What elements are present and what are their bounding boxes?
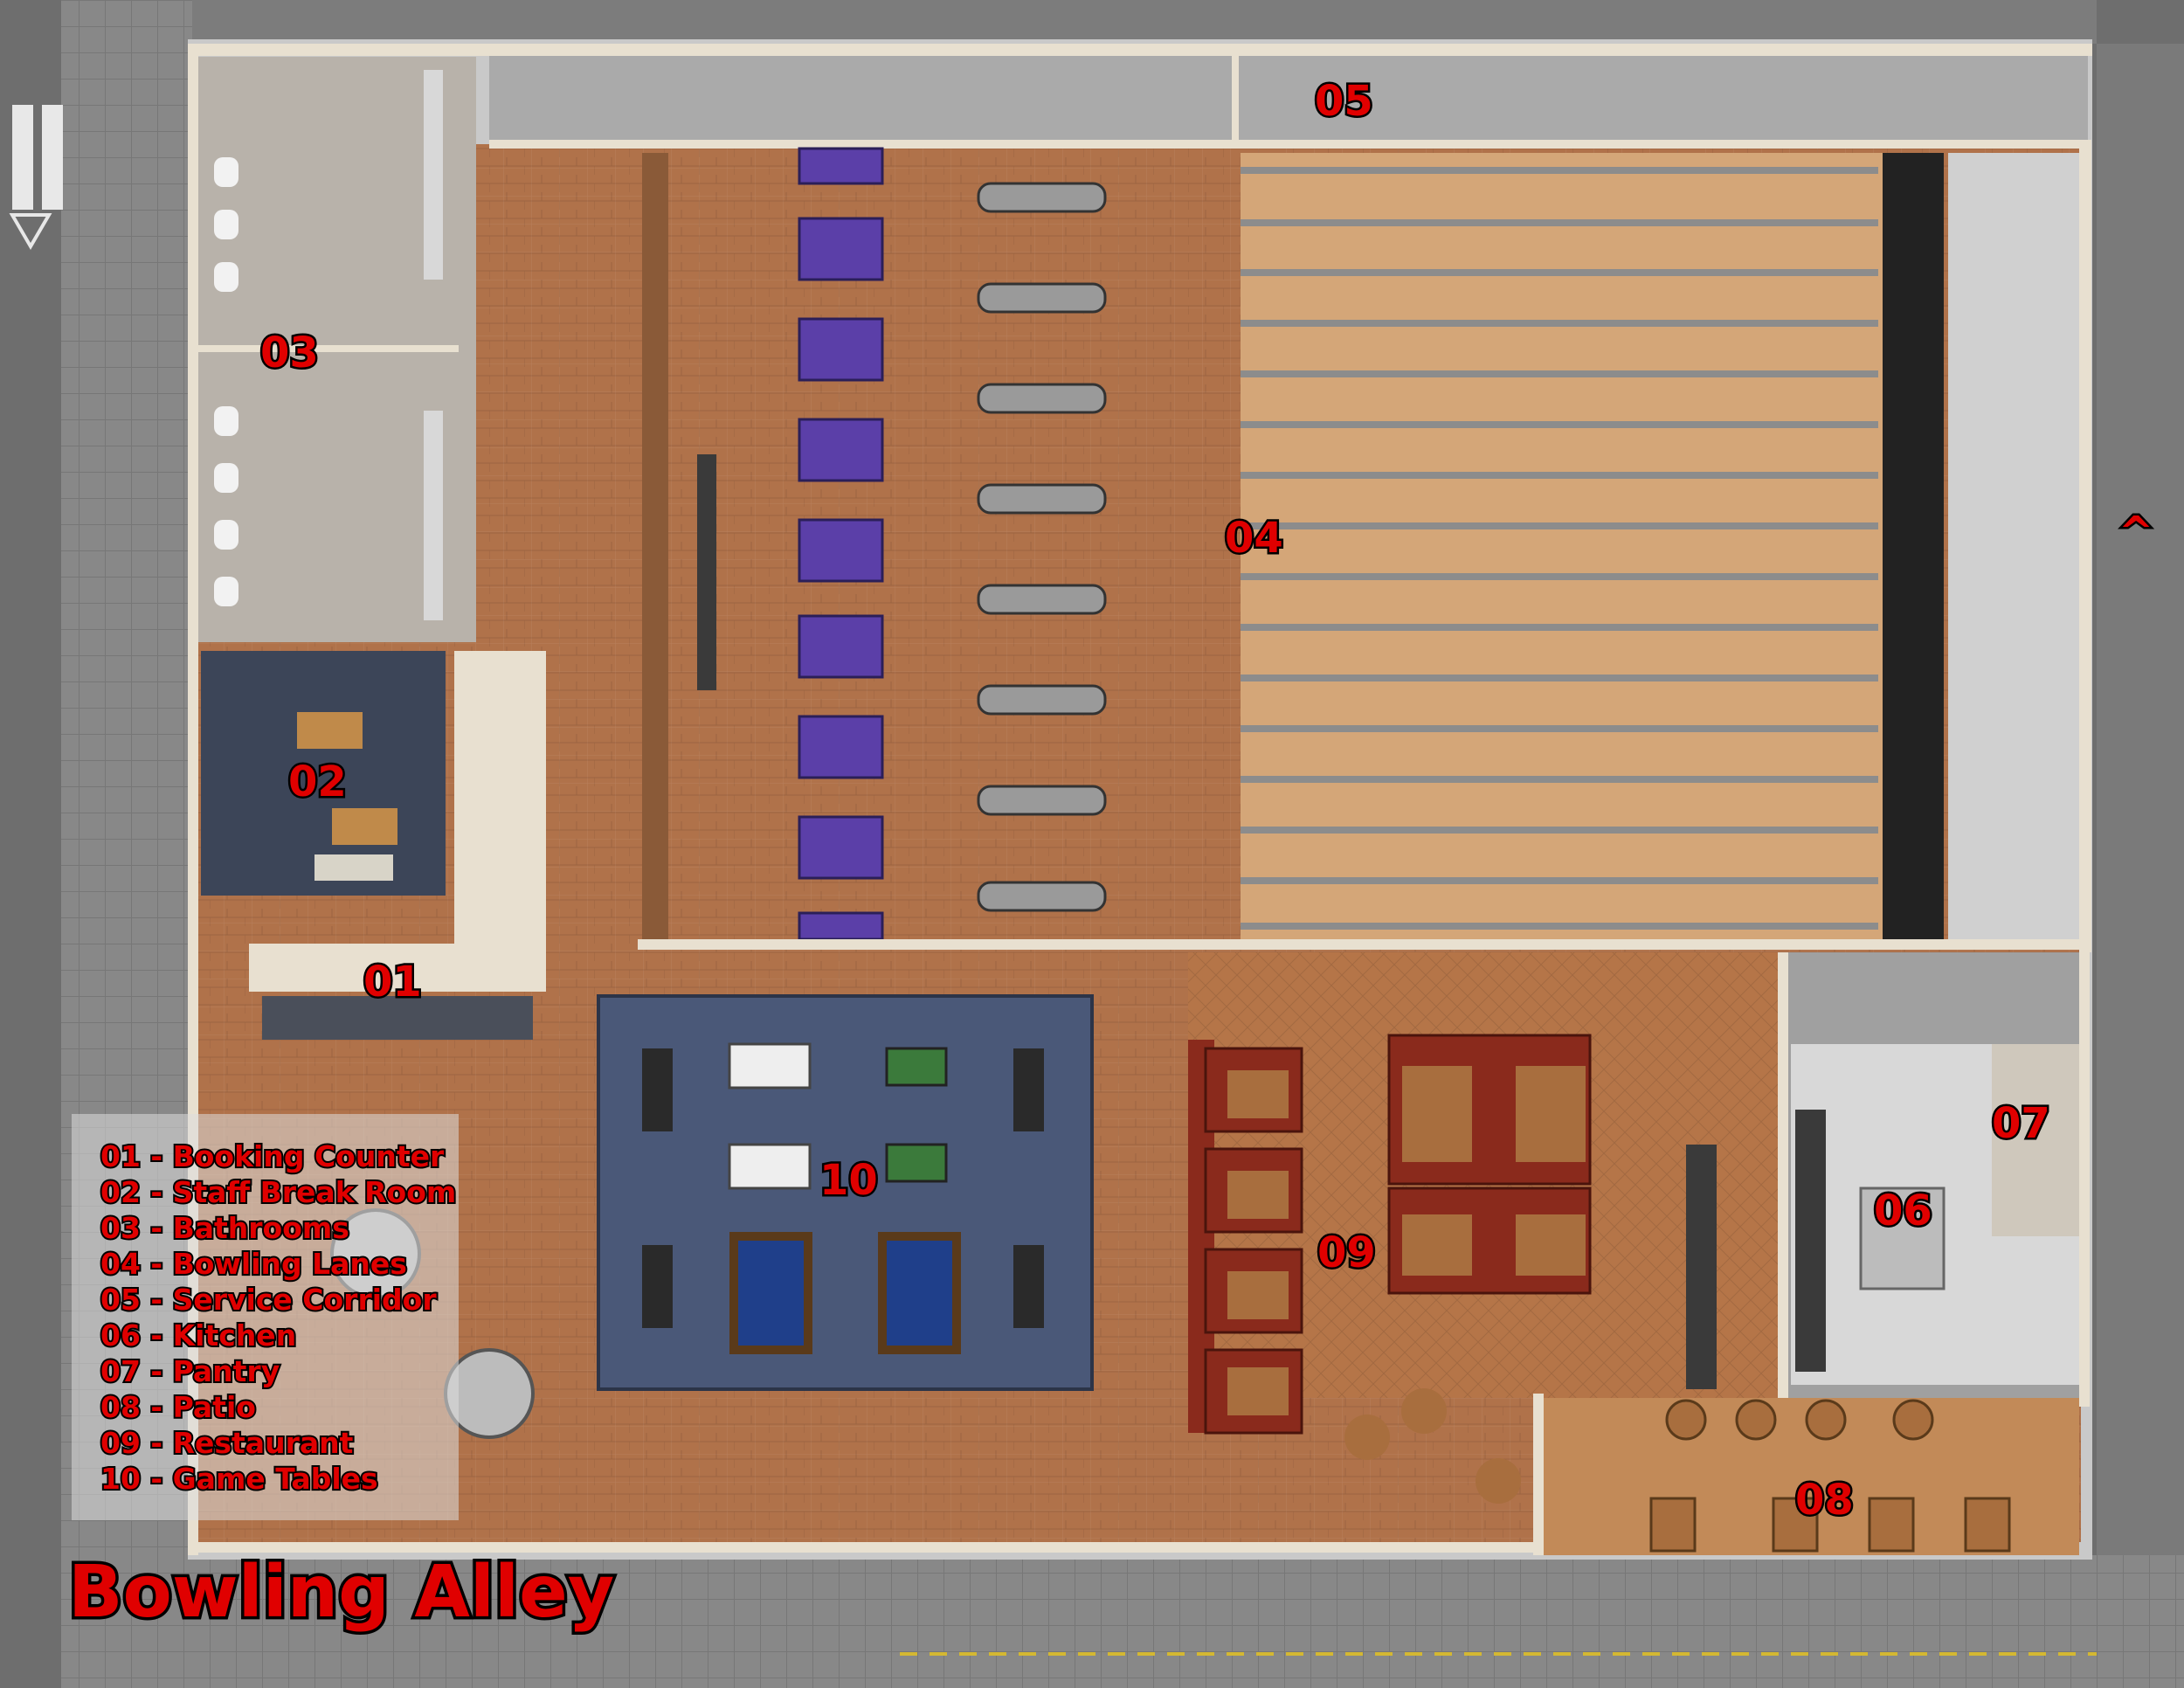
air-hockey-table	[728, 1143, 812, 1190]
room-label-08: 08	[1795, 1476, 1854, 1525]
lane-machinery	[1948, 153, 2079, 939]
toilet	[214, 157, 238, 187]
wall	[188, 1542, 1538, 1553]
corridor-divider	[1232, 52, 1239, 144]
air-hockey-table	[728, 1042, 812, 1090]
room-label-03: 03	[260, 329, 319, 377]
wall	[2079, 952, 2090, 1407]
sink-counter	[424, 70, 443, 280]
room-label-10: 10	[819, 1156, 878, 1205]
kitchen-stove	[1795, 1110, 1826, 1372]
wall	[2079, 140, 2091, 952]
break-table	[297, 712, 363, 749]
toilet	[214, 262, 238, 292]
toilet	[214, 406, 238, 436]
bathroom-divider	[197, 345, 459, 352]
room-label-06: 06	[1874, 1186, 1932, 1235]
couch	[642, 1245, 673, 1328]
break-table	[332, 808, 397, 845]
wall	[489, 140, 2088, 149]
pantry	[1992, 1044, 2079, 1236]
room-label-05: 05	[1315, 77, 1373, 126]
legend-entry: 10 - Game Tables	[100, 1462, 378, 1496]
crosswalk-bar	[42, 105, 63, 210]
legend-entry: 04 - Bowling Lanes	[100, 1247, 407, 1281]
wall	[1533, 1394, 1544, 1555]
lane-approach-edge	[642, 153, 668, 939]
lane-gutters	[1241, 167, 1878, 930]
wall	[188, 44, 2092, 56]
restaurant-tables	[1227, 1066, 1586, 1415]
yield-arrow-icon	[9, 213, 52, 250]
foosball-table	[885, 1143, 948, 1183]
bowling-lanes	[1241, 153, 1904, 939]
room-label-09: 09	[1317, 1228, 1376, 1277]
bar-counter	[1686, 1145, 1717, 1389]
legend-entry: 08 - Patio	[100, 1390, 256, 1424]
round-table	[1476, 1458, 1521, 1504]
sidewalk-bottom	[61, 1555, 2184, 1688]
couch	[314, 854, 393, 881]
patio-round-tables	[1665, 1399, 1934, 1441]
patio-tables	[1649, 1497, 2011, 1553]
lane-booths	[798, 147, 884, 941]
sidewalk-right	[2097, 44, 2184, 1555]
booking-counter	[249, 944, 546, 992]
door-marker: ^	[2118, 508, 2153, 557]
couch	[642, 1048, 673, 1131]
sidewalk-top	[192, 0, 2097, 44]
ball-rack	[697, 454, 716, 690]
legend-entry: 02 - Staff Break Room	[100, 1175, 456, 1209]
legend-entry: 06 - Kitchen	[100, 1318, 296, 1352]
legend-entry: 07 - Pantry	[100, 1354, 280, 1388]
crosswalk-bar	[12, 105, 33, 210]
legend-entry: 05 - Service Corridor	[100, 1283, 437, 1317]
foosball-table	[885, 1047, 948, 1087]
room-label-01: 01	[363, 958, 422, 1007]
couch	[1013, 1048, 1044, 1131]
toilet	[214, 463, 238, 493]
service-corridor	[489, 52, 2088, 144]
round-table	[1401, 1388, 1447, 1434]
room-label-02: 02	[288, 758, 347, 806]
pinsetter	[1883, 153, 1944, 939]
toilet	[214, 577, 238, 606]
round-table	[1344, 1415, 1390, 1460]
pool-table	[878, 1232, 961, 1354]
couch	[1013, 1245, 1044, 1328]
sink-counter	[424, 411, 443, 620]
booking-mat	[262, 996, 533, 1040]
legend-entry: 09 - Restaurant	[100, 1426, 354, 1460]
legend-entry: 03 - Bathrooms	[100, 1211, 349, 1245]
legend-entry: 01 - Booking Counter	[100, 1139, 445, 1173]
game-rug	[597, 994, 1094, 1391]
room-label-07: 07	[1992, 1099, 2050, 1148]
legend-box	[72, 1114, 459, 1520]
map-title: Bowling Alley	[68, 1551, 614, 1634]
pool-table	[729, 1232, 812, 1354]
counter	[454, 651, 546, 983]
ball-returns	[977, 182, 1107, 912]
toilet	[214, 210, 238, 239]
toilet	[214, 520, 238, 550]
kitchen-island	[1859, 1186, 1946, 1290]
room-label-04: 04	[1225, 514, 1283, 563]
wall	[1778, 952, 1788, 1398]
wall	[638, 939, 2088, 950]
